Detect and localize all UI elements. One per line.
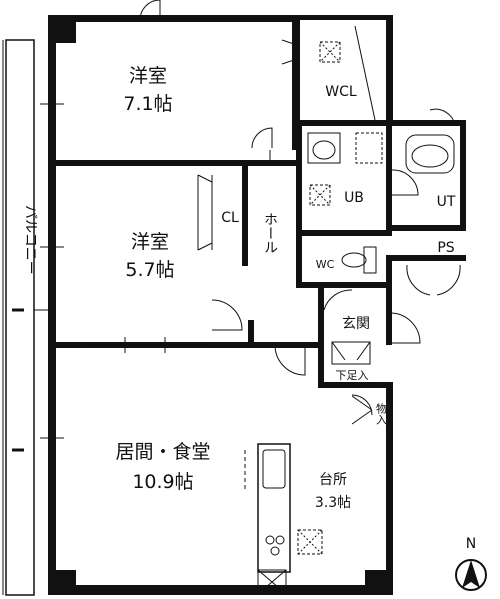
ps-label: PS xyxy=(437,240,454,256)
shoebox-label: 下足入 xyxy=(336,369,369,382)
western-room2-name: 洋室 xyxy=(131,231,169,253)
compass-label: N xyxy=(466,536,476,552)
ub-label: UB xyxy=(344,190,364,206)
wc-label: WC xyxy=(316,258,335,271)
fixtures xyxy=(244,25,455,595)
western-room2-size: 5.7帖 xyxy=(125,259,174,281)
entrance-label: 玄関 xyxy=(342,315,370,332)
openings xyxy=(40,103,271,439)
western-room1-size: 7.1帖 xyxy=(123,93,172,115)
living-size: 10.9帖 xyxy=(132,471,193,493)
ut-label: UT xyxy=(437,194,456,210)
north-compass xyxy=(455,559,487,591)
hall-label: ホール xyxy=(262,212,278,254)
balcony-label: バルコニー xyxy=(22,205,38,275)
storage-label: 物入 xyxy=(375,402,388,425)
kitchen-name: 台所 xyxy=(319,472,347,488)
western-room1-name: 洋室 xyxy=(129,65,167,87)
kitchen-size: 3.3帖 xyxy=(315,495,351,511)
living-name: 居間・食堂 xyxy=(115,441,210,463)
outer-walls xyxy=(48,15,393,595)
door-swings xyxy=(139,0,461,416)
interior-walls xyxy=(56,15,466,388)
wcl-label: WCL xyxy=(325,84,357,100)
cl-label: CL xyxy=(221,210,239,226)
balcony xyxy=(2,39,50,596)
